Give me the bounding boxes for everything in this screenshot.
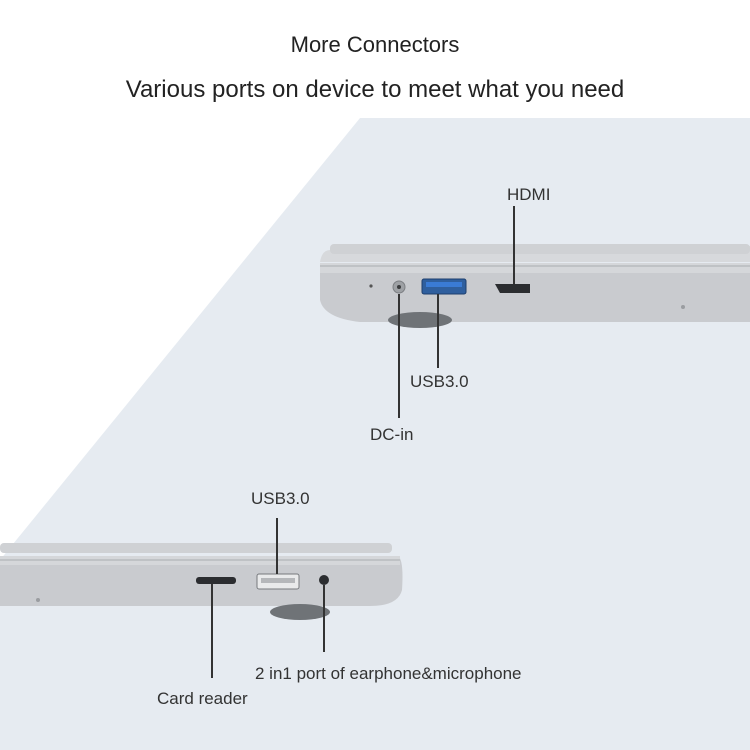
label-dc-in: DC-in (370, 425, 414, 444)
laptop-right-side (320, 206, 750, 418)
page-subtitle: Various ports on device to meet what you… (125, 76, 625, 103)
label-hdmi: HDMI (507, 185, 551, 204)
laptop-base (320, 263, 750, 322)
laptop-foot-2 (270, 604, 330, 620)
hdmi-port (495, 284, 530, 293)
card-reader-slot (196, 577, 236, 584)
label-audio: 2 in1 port of earphone&microphone (255, 664, 522, 683)
laptop-foot (388, 312, 452, 328)
laptop-left-side (0, 518, 403, 678)
audio-port (319, 575, 329, 585)
label-usb-right: USB3.0 (410, 372, 469, 391)
page-title: More Connectors (290, 32, 460, 57)
label-usb-left: USB3.0 (251, 489, 310, 508)
label-card-reader: Card reader (157, 689, 248, 708)
